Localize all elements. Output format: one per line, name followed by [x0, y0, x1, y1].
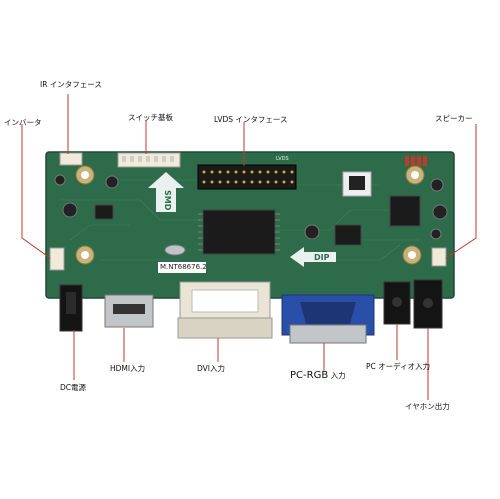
label-earphone: イヤホン出力: [405, 402, 450, 411]
label-lvds: LVDS インタフェース: [214, 115, 288, 124]
mounting-holes: [75, 165, 425, 265]
vga-port: [281, 294, 375, 344]
audio-jack-earphone: [413, 279, 443, 329]
main-ic: [202, 209, 276, 255]
lvds-header: [197, 164, 297, 190]
board-lvds-text: LVDS: [276, 156, 289, 162]
label-dc: DC電源: [60, 383, 87, 392]
crystal: [164, 244, 186, 256]
label-dvi: DVI入力: [197, 364, 225, 373]
dip-arrow: [290, 247, 336, 267]
capacitors: [54, 174, 448, 240]
smd-arrow: [148, 172, 184, 212]
label-speaker: スピーカー: [435, 114, 473, 123]
ic-mid: [334, 224, 362, 246]
dvi-port: [177, 281, 273, 339]
label-pcrgb-suffix: 入力: [330, 371, 346, 380]
label-pcrgb: PC-RGB: [290, 370, 329, 381]
inverter-connector: [49, 247, 65, 271]
label-hdmi: HDMI入力: [110, 364, 146, 373]
label-pc-audio: PC オーディオ入力: [366, 362, 431, 371]
ic-right: [389, 195, 421, 227]
ir-connector: [59, 152, 83, 166]
label-pcrgb-group: PC-RGB 入力: [290, 370, 346, 381]
label-switch-board: スイッチ基板: [128, 113, 173, 122]
leader-lines: [21, 94, 477, 400]
speaker-connector: [431, 247, 447, 267]
label-ir: IR インタフェース: [40, 80, 102, 89]
label-inverter: インバータ: [4, 118, 42, 127]
board-smd-text: SMD: [163, 190, 172, 211]
hdmi-port: [104, 294, 154, 328]
board-dip-text: DIP: [314, 253, 330, 262]
board-model-text: M.NT68676.2: [160, 263, 207, 271]
dc-jack: [59, 284, 83, 332]
ic-left: [94, 204, 114, 220]
audio-jack-pc: [383, 281, 411, 325]
